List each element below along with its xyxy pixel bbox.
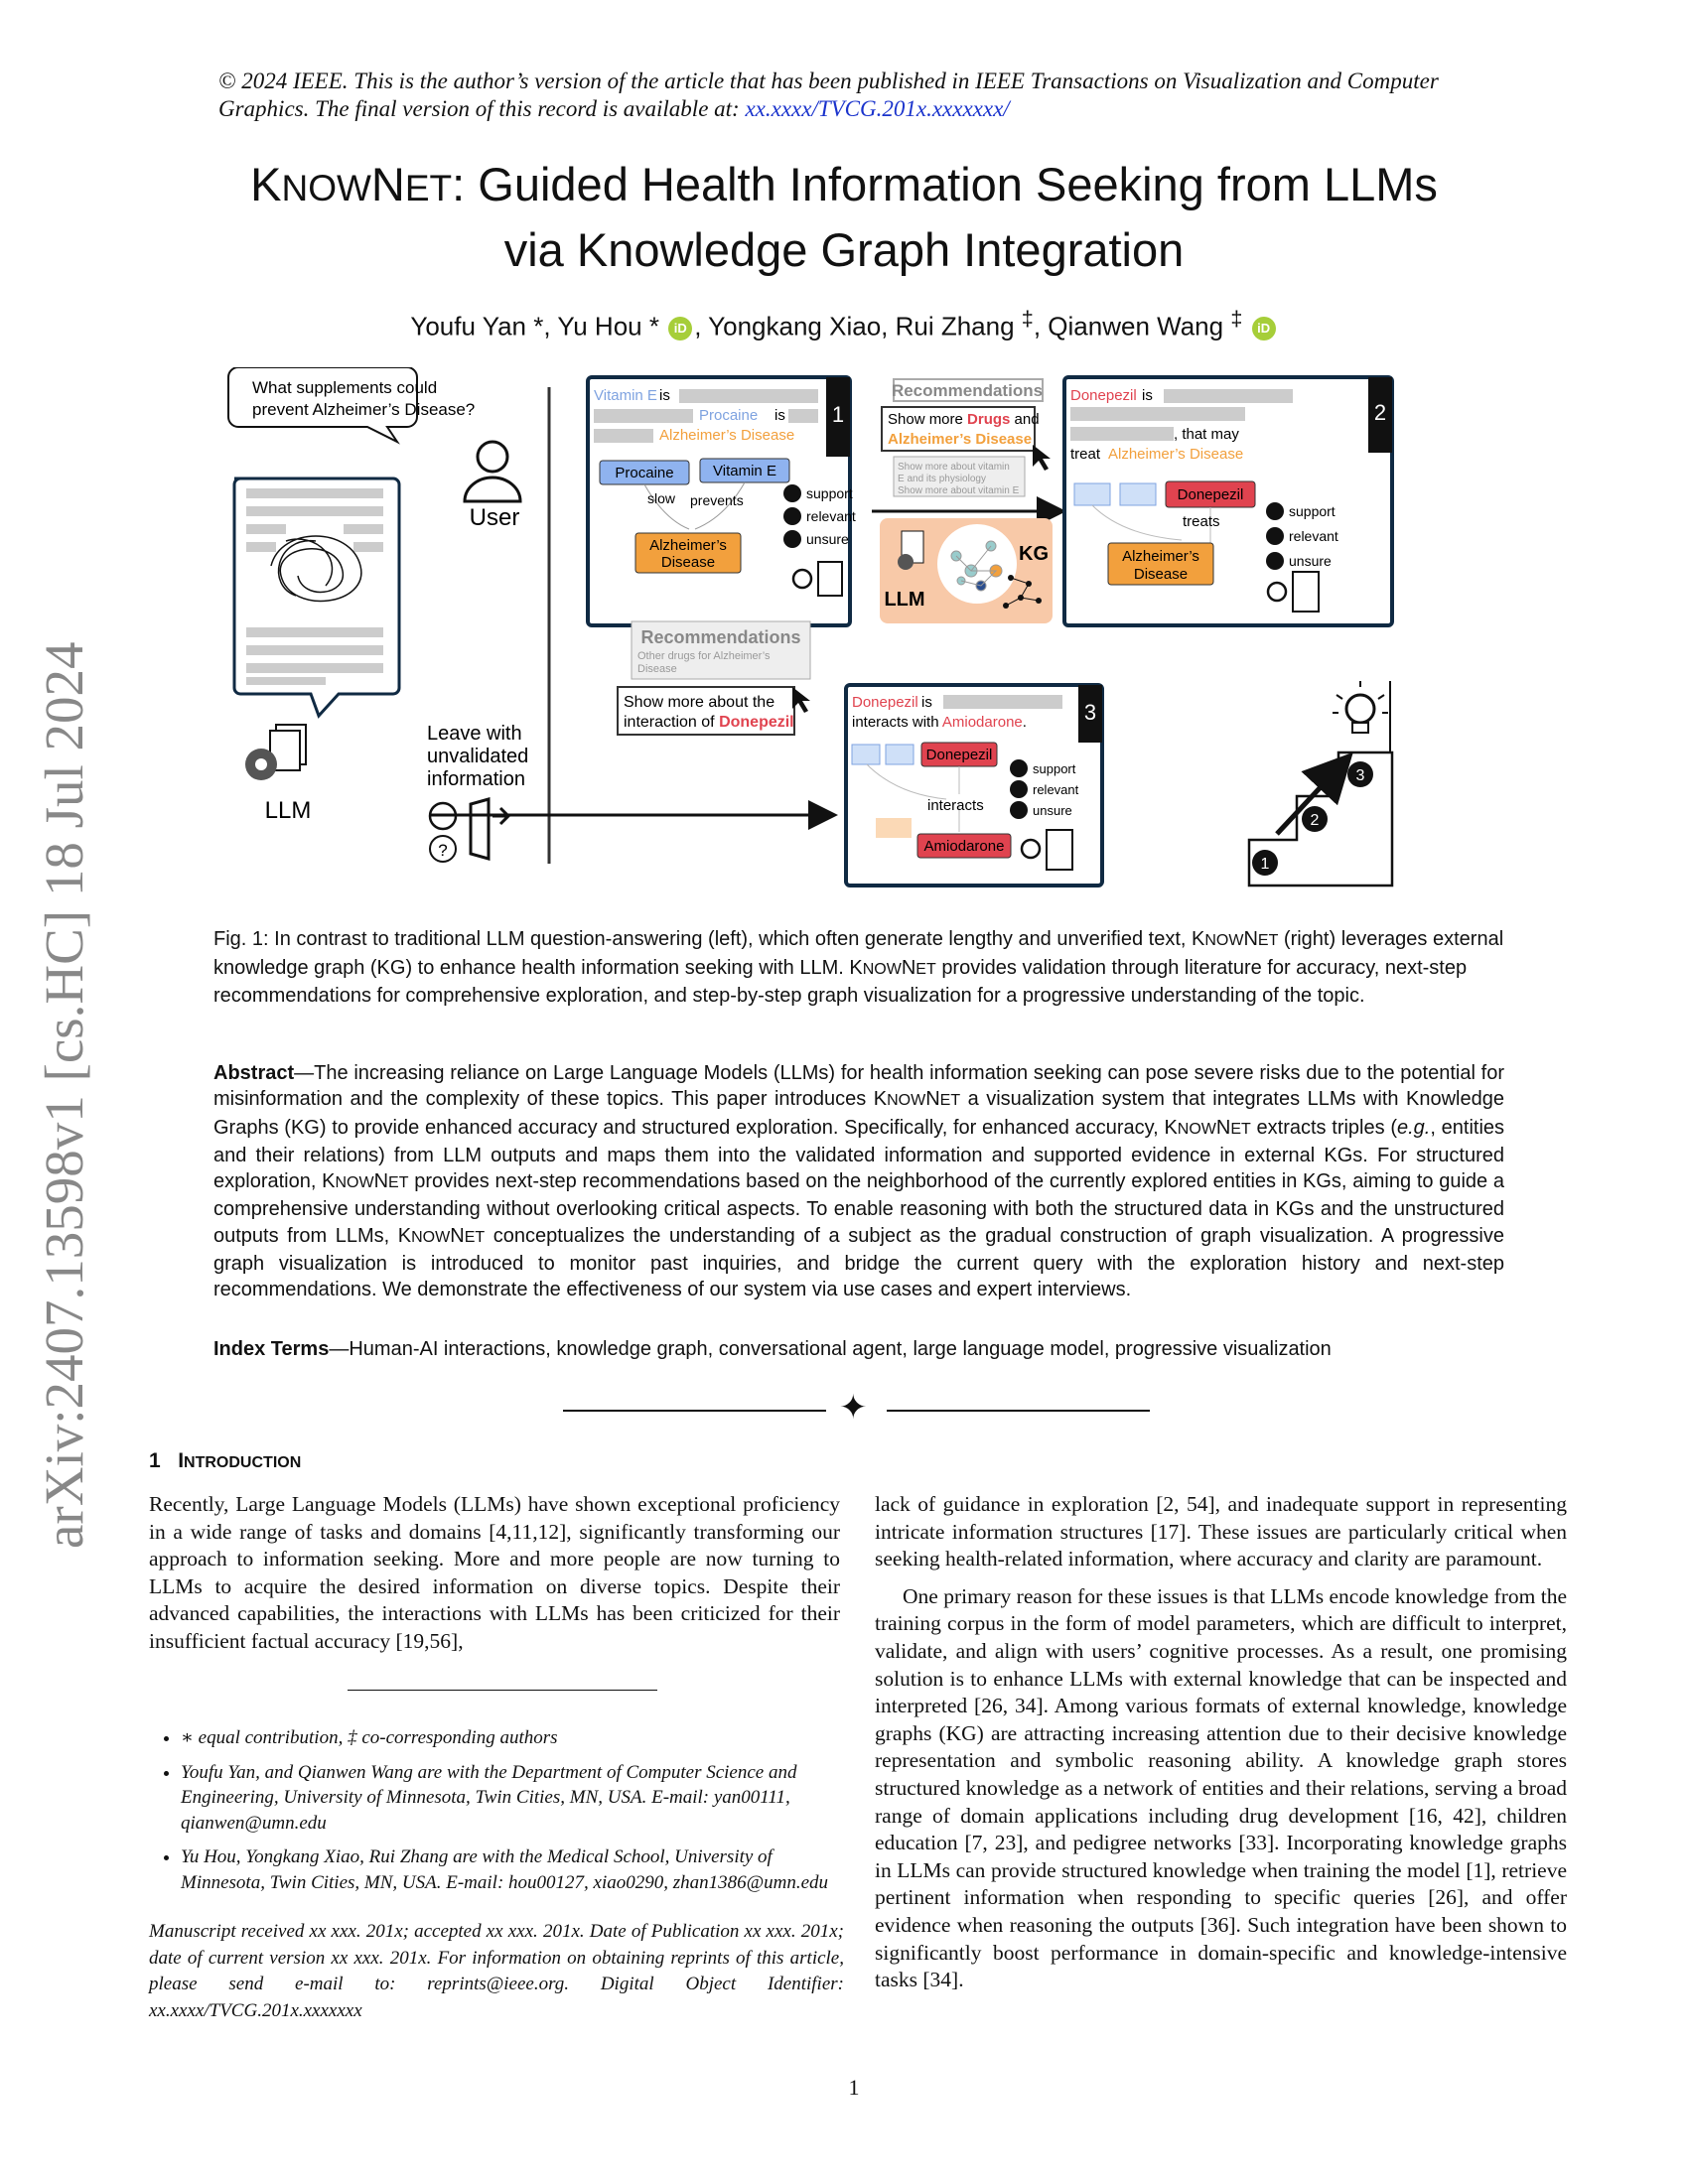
svg-text:Recommendations: Recommendations — [640, 627, 800, 647]
svg-text:2: 2 — [1311, 812, 1320, 829]
svg-text:Show more Drugs and: Show more Drugs and — [888, 411, 1040, 428]
svg-text:is: is — [921, 694, 932, 711]
exit-icon — [469, 797, 511, 861]
svg-text:Donepezil: Donepezil — [926, 747, 993, 763]
step-panel-1: 1 Vitamin E is Procaine is Alzheimer’s D… — [586, 375, 856, 627]
svg-text:unvalidated: unvalidated — [427, 746, 528, 767]
svg-text:Donepezil: Donepezil — [852, 694, 918, 711]
footnote-rule — [348, 1690, 657, 1691]
abstract: Abstract—The increasing reliance on Larg… — [213, 1062, 1505, 1301]
svg-text:Vitamin E: Vitamin E — [594, 387, 657, 404]
svg-text:unsure: unsure — [1033, 803, 1072, 818]
svg-text:relevant: relevant — [1289, 528, 1338, 544]
svg-text:Alzheimer’s: Alzheimer’s — [649, 537, 727, 554]
svg-text:Show more about the: Show more about the — [624, 694, 774, 711]
svg-text:3: 3 — [1356, 767, 1365, 784]
svg-text:interacts: interacts — [927, 797, 984, 814]
index-terms: Index Terms—Human-AI interactions, knowl… — [213, 1338, 1332, 1360]
svg-text:relevant: relevant — [806, 508, 856, 524]
svg-text:prevent Alzheimer’s Disease?: prevent Alzheimer’s Disease? — [252, 400, 475, 419]
svg-text:Amiodarone: Amiodarone — [924, 838, 1005, 855]
llm-document-icon — [232, 477, 401, 719]
svg-text:support: support — [806, 485, 853, 501]
orcid-icon[interactable]: iD — [1251, 316, 1276, 341]
question-icon — [429, 835, 457, 863]
figure-caption: Fig. 1: In contrast to traditional LLM q… — [213, 928, 1504, 1007]
svg-text:2: 2 — [1374, 400, 1386, 425]
svg-text:prevents: prevents — [690, 492, 744, 508]
svg-text:Alzheimer’s: Alzheimer’s — [1122, 548, 1199, 565]
svg-text:information: information — [427, 768, 525, 790]
svg-text:interacts with Amiodarone.: interacts with Amiodarone. — [852, 714, 1027, 731]
svg-text:treat: treat — [1070, 446, 1101, 463]
svg-text:is: is — [659, 387, 670, 404]
svg-text:Vitamin E: Vitamin E — [713, 463, 776, 479]
svg-text:Leave with: Leave with — [427, 723, 522, 745]
svg-text:treats: treats — [1183, 513, 1220, 530]
user-question-bubble: What supplements could prevent Alzheimer… — [227, 367, 475, 445]
svg-text:?: ? — [438, 841, 447, 860]
svg-text:LLM: LLM — [884, 589, 924, 611]
separator-line — [563, 1410, 826, 1412]
page-number: 1 — [848, 2075, 860, 2100]
svg-text:What supplements could: What supplements could — [252, 378, 437, 397]
orcid-icon[interactable]: iD — [668, 316, 693, 341]
svg-text:1: 1 — [832, 402, 844, 427]
separator-line — [887, 1410, 1150, 1412]
manuscript-note: Manuscript received xx xxx. 201x; accept… — [149, 1921, 844, 2021]
svg-text:KG: KG — [1019, 543, 1049, 565]
svg-text:Disease: Disease — [1134, 566, 1188, 583]
svg-text:Other drugs for Alzheimer’s: Other drugs for Alzheimer’s — [637, 650, 771, 662]
intro-right-column: lack of guidance in exploration [2, 54],… — [875, 1492, 1567, 1992]
svg-text:3: 3 — [1084, 700, 1096, 725]
svg-text:Alzheimer’s Disease: Alzheimer’s Disease — [888, 431, 1032, 448]
footnotes: ∗ equal contribution, ‡ co-corresponding… — [161, 1725, 846, 1904]
svg-text:Donepezil: Donepezil — [1178, 486, 1244, 503]
teaser-figure: What supplements could prevent Alzheimer… — [227, 367, 1394, 887]
svg-text:relevant: relevant — [1033, 782, 1079, 797]
svg-text:Disease: Disease — [661, 554, 715, 571]
doi-link[interactable]: xx.xxxx/TVCG.201x.xxxxxxx/ — [745, 96, 1010, 121]
svg-text:Donepezil: Donepezil — [1070, 387, 1137, 404]
svg-text:Procaine: Procaine — [699, 407, 758, 424]
svg-text:unsure: unsure — [806, 531, 849, 547]
author-list: Youfu Yan *, Yu Hou * iD, Yongkang Xiao,… — [149, 306, 1539, 342]
progress-steps: 1 2 3 — [1247, 681, 1394, 887]
svg-text:interaction of Donepezil: interaction of Donepezil — [624, 714, 794, 731]
svg-text:is: is — [774, 407, 785, 424]
svg-text:support: support — [1289, 503, 1336, 519]
gear-icon — [245, 724, 307, 780]
llm-label: LLM — [265, 797, 312, 824]
svg-text:Alzheimer’s Disease: Alzheimer’s Disease — [1108, 446, 1243, 463]
svg-text:Show more about vitamin: Show more about vitamin — [898, 462, 1010, 473]
arxiv-stamp: arXiv:2407.13598v1 [cs.HC] 18 Jul 2024 — [34, 641, 94, 1549]
svg-text:, that may: , that may — [1174, 426, 1239, 443]
user-label: User — [470, 504, 520, 531]
svg-text:slow: slow — [647, 490, 676, 506]
svg-text:Procaine: Procaine — [615, 465, 673, 481]
copyright-notice: © 2024 IEEE. This is the author’s versio… — [218, 68, 1439, 121]
lightbulb-icon — [1333, 681, 1388, 734]
section-heading: 1 INTRODUCTION — [149, 1449, 302, 1472]
intro-left-column: Recently, Large Language Models (LLMs) h… — [149, 1492, 840, 1653]
recommendations-panel-1: Recommendations Show more Drugs and Alzh… — [881, 378, 1051, 497]
svg-text:E and its physiology: E and its physiology — [898, 474, 986, 484]
svg-text:unsure: unsure — [1289, 553, 1332, 569]
svg-text:Show more about vitamin E: Show more about vitamin E — [898, 485, 1020, 496]
svg-text:is: is — [1142, 387, 1153, 404]
step-panel-3: 3 Donepezil is interacts with Amiodarone… — [844, 683, 1104, 887]
step-panel-2: 2 Donepezil is , that may treat Alzheime… — [1062, 375, 1394, 627]
svg-text:Alzheimer’s Disease: Alzheimer’s Disease — [659, 427, 794, 444]
recommendations-panel-2: Recommendations Other drugs for Alzheime… — [617, 620, 811, 736]
paper-title: KNOWNET: Guided Health Information Seeki… — [250, 158, 1438, 276]
svg-text:1: 1 — [1261, 856, 1270, 873]
kg-box: LLM KG — [880, 518, 1053, 623]
svg-text:support: support — [1033, 761, 1076, 776]
user-icon — [463, 440, 522, 503]
svg-text:Recommendations: Recommendations — [892, 381, 1043, 400]
separator-star-icon: ✦ — [839, 1390, 868, 1427]
svg-text:Disease: Disease — [637, 663, 677, 675]
